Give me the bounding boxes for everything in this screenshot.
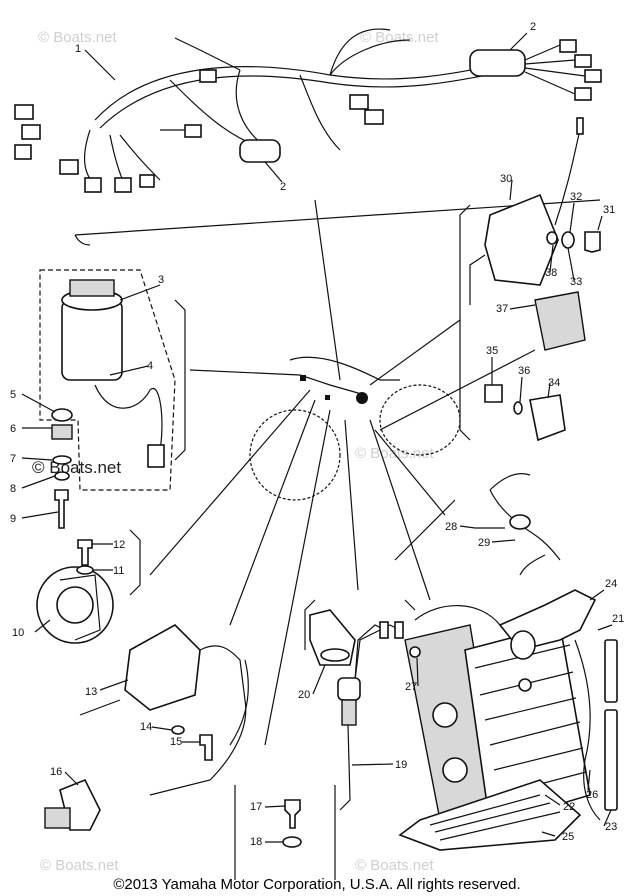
motorcycle-outline bbox=[249, 356, 461, 501]
callout-3: 3 bbox=[158, 274, 164, 286]
ignition-coil bbox=[44, 624, 249, 831]
callout-36: 36 bbox=[518, 365, 530, 377]
callout-17: 17 bbox=[250, 801, 262, 813]
callout-14: 14 bbox=[140, 721, 152, 733]
wire-harness bbox=[14, 28, 602, 193]
callout-18: 18 bbox=[250, 836, 262, 848]
callout-7: 7 bbox=[10, 453, 16, 465]
callout-labels: 1 2 2 3 4 5 6 7 8 9 10 11 12 13 14 15 16… bbox=[10, 21, 624, 848]
callout-6: 6 bbox=[10, 423, 16, 435]
watermark-bottom-left: © Boats.net bbox=[40, 857, 119, 874]
watermark-bottom-right: © Boats.net bbox=[355, 857, 434, 874]
callout-27: 27 bbox=[405, 681, 417, 693]
callout-16: 16 bbox=[50, 766, 62, 778]
fuse-holder bbox=[475, 473, 561, 576]
callout-25: 25 bbox=[562, 831, 574, 843]
callout-2a: 2 bbox=[530, 21, 536, 33]
callout-23: 23 bbox=[605, 821, 617, 833]
watermark-top-left: © Boats.net bbox=[38, 29, 117, 46]
callout-leaders bbox=[21, 32, 613, 843]
callout-34: 34 bbox=[548, 377, 560, 389]
copyright-footer: ©2013 Yamaha Motor Corporation, U.S.A. A… bbox=[113, 876, 521, 893]
switch-fasteners bbox=[51, 408, 73, 529]
callout-31: 31 bbox=[603, 204, 615, 216]
callout-8: 8 bbox=[10, 483, 16, 495]
callout-13: 13 bbox=[85, 686, 97, 698]
callout-32: 32 bbox=[570, 191, 582, 203]
callout-38: 38 bbox=[545, 267, 557, 279]
horn bbox=[36, 539, 114, 644]
callout-22: 22 bbox=[563, 801, 575, 813]
callout-30: 30 bbox=[500, 173, 512, 185]
callout-21: 21 bbox=[612, 613, 624, 625]
battery-group bbox=[398, 589, 618, 851]
callout-15: 15 bbox=[170, 736, 182, 748]
callout-4: 4 bbox=[147, 360, 153, 372]
callout-11: 11 bbox=[113, 565, 124, 577]
callout-28: 28 bbox=[445, 521, 457, 533]
relay-group bbox=[469, 117, 601, 442]
watermark-mid-dark: © Boats.net bbox=[32, 458, 121, 477]
neutral-switch bbox=[282, 799, 302, 848]
callout-2b: 2 bbox=[280, 181, 286, 193]
callout-19: 19 bbox=[395, 759, 407, 771]
callout-33: 33 bbox=[570, 276, 582, 288]
sensor-bracket bbox=[309, 609, 404, 811]
callout-20: 20 bbox=[298, 689, 310, 701]
callout-24: 24 bbox=[605, 578, 617, 590]
callout-5: 5 bbox=[10, 389, 16, 401]
callout-37: 37 bbox=[496, 303, 508, 315]
callout-12: 12 bbox=[113, 539, 125, 551]
callout-9: 9 bbox=[10, 513, 16, 525]
callout-29: 29 bbox=[478, 537, 490, 549]
watermark-top-center: © Boats.net bbox=[360, 29, 439, 46]
callout-1: 1 bbox=[75, 43, 81, 55]
callout-26: 26 bbox=[586, 789, 598, 801]
ignition-switch bbox=[39, 269, 176, 491]
callout-10: 10 bbox=[12, 627, 24, 639]
callout-35: 35 bbox=[486, 345, 498, 357]
